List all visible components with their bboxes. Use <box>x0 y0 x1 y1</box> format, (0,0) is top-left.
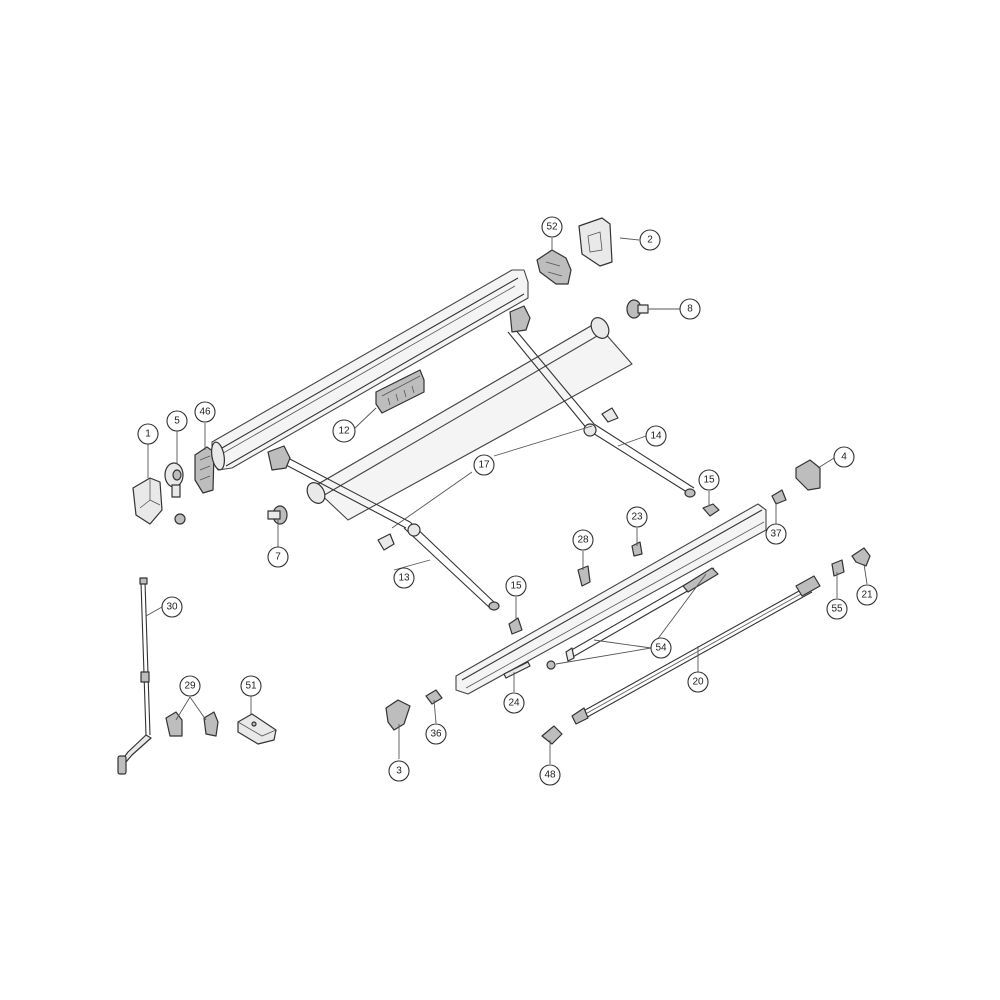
connector-part-15a <box>702 503 720 517</box>
cover-cap-part <box>578 217 613 267</box>
top-mount-bracket-part <box>536 249 572 285</box>
svg-text:55: 55 <box>831 604 843 615</box>
end-cap-part <box>132 477 163 525</box>
callout-7: 7 <box>267 546 289 568</box>
callout-12: 12 <box>332 419 356 443</box>
svg-text:12: 12 <box>338 426 350 437</box>
svg-text:46: 46 <box>199 407 211 418</box>
svg-text:36: 36 <box>430 729 442 740</box>
callout-36: 36 <box>425 723 447 745</box>
callout-28: 28 <box>572 529 594 551</box>
svg-text:4: 4 <box>841 452 847 463</box>
svg-text:17: 17 <box>478 460 490 471</box>
callout-5: 5 <box>166 410 188 432</box>
svg-text:3: 3 <box>396 766 402 777</box>
connector-part-37 <box>771 489 787 505</box>
callout-2: 2 <box>639 229 661 251</box>
strip-part-24 <box>503 661 531 679</box>
callout-13: 13 <box>393 567 415 589</box>
svg-text:30: 30 <box>166 602 178 613</box>
callout-23: 23 <box>626 506 648 528</box>
left-arm-part <box>267 445 500 611</box>
callout-14: 14 <box>645 425 667 447</box>
svg-text:5: 5 <box>174 416 180 427</box>
svg-text:52: 52 <box>546 222 558 233</box>
svg-text:1: 1 <box>145 429 151 440</box>
fitting-part-55 <box>831 559 845 577</box>
crank-handle-part <box>117 577 152 775</box>
right-arm-part <box>507 305 696 498</box>
inner-bracket-part <box>375 369 425 414</box>
svg-text:14: 14 <box>650 431 662 442</box>
wall-bracket-part <box>795 459 821 491</box>
callout-1: 1 <box>137 423 159 445</box>
svg-text:2: 2 <box>647 235 653 246</box>
callout-48: 48 <box>539 764 561 786</box>
callout-37: 37 <box>765 523 787 545</box>
clip-part-36 <box>425 689 443 705</box>
callout-15-upper: 15 <box>698 469 720 491</box>
callout-24: 24 <box>503 692 525 714</box>
svg-text:7: 7 <box>275 552 281 563</box>
clip-part-28 <box>577 565 591 587</box>
svg-text:54: 54 <box>655 643 667 654</box>
end-bracket-part-3 <box>385 699 411 731</box>
fabric-roll-part <box>306 317 633 521</box>
callout-20: 20 <box>687 671 709 693</box>
svg-text:21: 21 <box>861 590 873 601</box>
svg-text:29: 29 <box>184 681 196 692</box>
telescopic-rod-part <box>546 567 719 670</box>
svg-text:48: 48 <box>544 770 556 781</box>
connector-part-15b <box>508 617 523 635</box>
callout-55: 55 <box>826 598 848 620</box>
leader-lines <box>145 237 868 764</box>
svg-text:28: 28 <box>577 535 589 546</box>
svg-text:51: 51 <box>245 681 257 692</box>
svg-text:15: 15 <box>703 475 715 486</box>
svg-text:8: 8 <box>687 304 693 315</box>
svg-text:20: 20 <box>692 677 704 688</box>
callout-21: 21 <box>856 584 878 606</box>
callout-17: 17 <box>473 454 495 476</box>
callout-3: 3 <box>388 760 410 782</box>
callout-15-lower: 15 <box>505 575 527 597</box>
callout-30: 30 <box>161 596 183 618</box>
fitting-part-21 <box>851 547 871 567</box>
box-part <box>237 713 277 745</box>
callout-46: 46 <box>194 401 216 423</box>
spool-part <box>164 462 186 525</box>
svg-text:23: 23 <box>631 512 643 523</box>
knob-part <box>626 299 649 319</box>
callout-8: 8 <box>679 298 701 320</box>
bracket-pair-part <box>165 711 219 737</box>
svg-text:13: 13 <box>398 573 410 584</box>
support-pole-part <box>571 575 821 725</box>
svg-text:24: 24 <box>508 698 520 709</box>
callout-29: 29 <box>179 675 201 697</box>
end-bracket-part <box>194 446 215 494</box>
callout-51: 51 <box>240 675 262 697</box>
svg-text:15: 15 <box>510 581 522 592</box>
callout-4: 4 <box>833 446 855 468</box>
callout-52: 52 <box>541 216 563 238</box>
bracket-part-48 <box>541 725 563 745</box>
roller-case-part <box>211 269 529 471</box>
svg-text:37: 37 <box>770 529 782 540</box>
arm-knob-part <box>267 505 288 525</box>
front-bar-part <box>455 503 767 695</box>
callout-54: 54 <box>650 637 672 659</box>
